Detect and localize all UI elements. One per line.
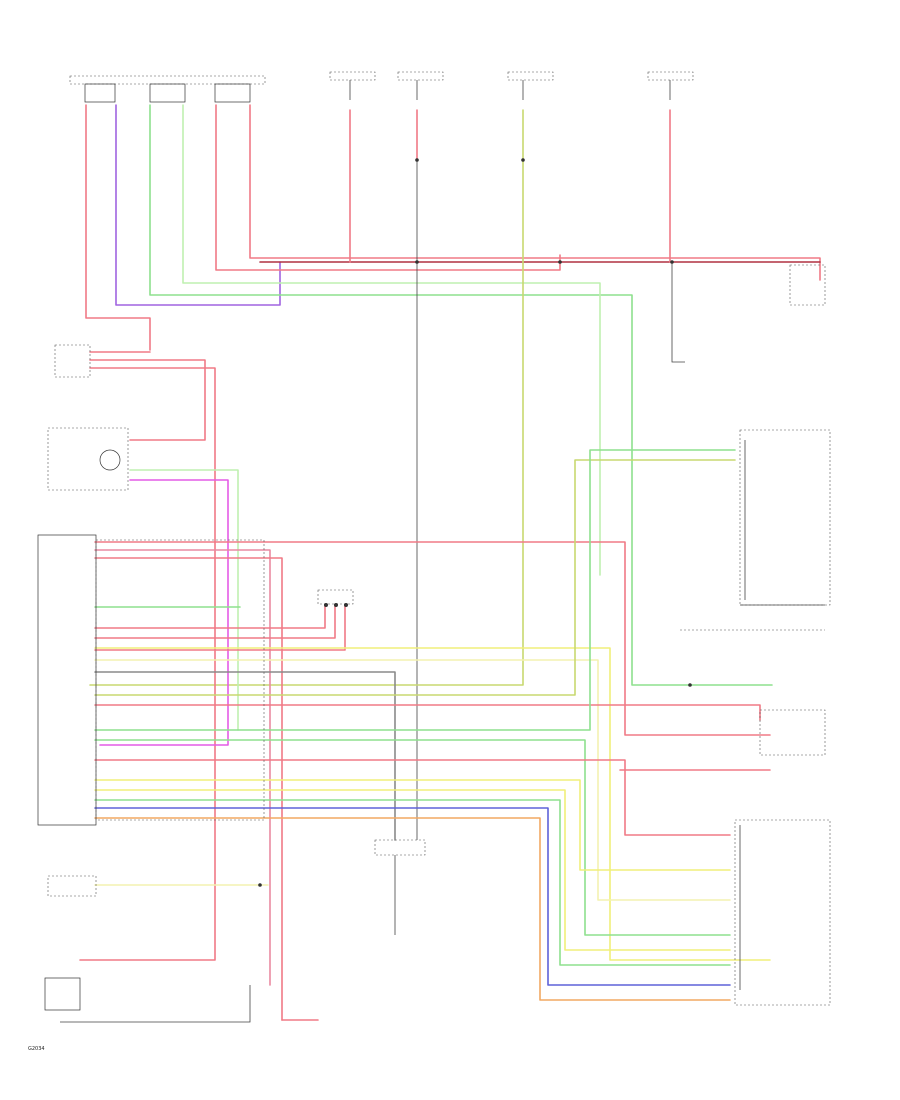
wire-red-bus [249, 104, 821, 281]
cruise-control-module [37, 534, 97, 826]
components [37, 158, 831, 1011]
wire-violet [115, 104, 281, 306]
cruise-actuator [734, 819, 831, 1006]
wire-green-1 [149, 104, 773, 686]
brake-switch-top [789, 264, 826, 306]
cruise-switch-right [739, 429, 831, 606]
diagram-code: G2034 [28, 1046, 45, 1052]
wire-lightgreen-1 [182, 104, 601, 576]
instrument-cluster [47, 427, 129, 491]
wire-yg [89, 109, 524, 686]
center-connector [317, 589, 354, 605]
cruise-main-switch [44, 977, 81, 1011]
wire-red-1 [85, 104, 151, 351]
ignition-connector [54, 344, 91, 378]
wire-magenta-ic [99, 479, 229, 746]
wire-red-2 [215, 104, 561, 271]
wires [60, 104, 821, 1023]
wire-green-ic [129, 469, 239, 731]
fuse-block-top [69, 71, 694, 103]
stop-light-switch [759, 709, 826, 756]
